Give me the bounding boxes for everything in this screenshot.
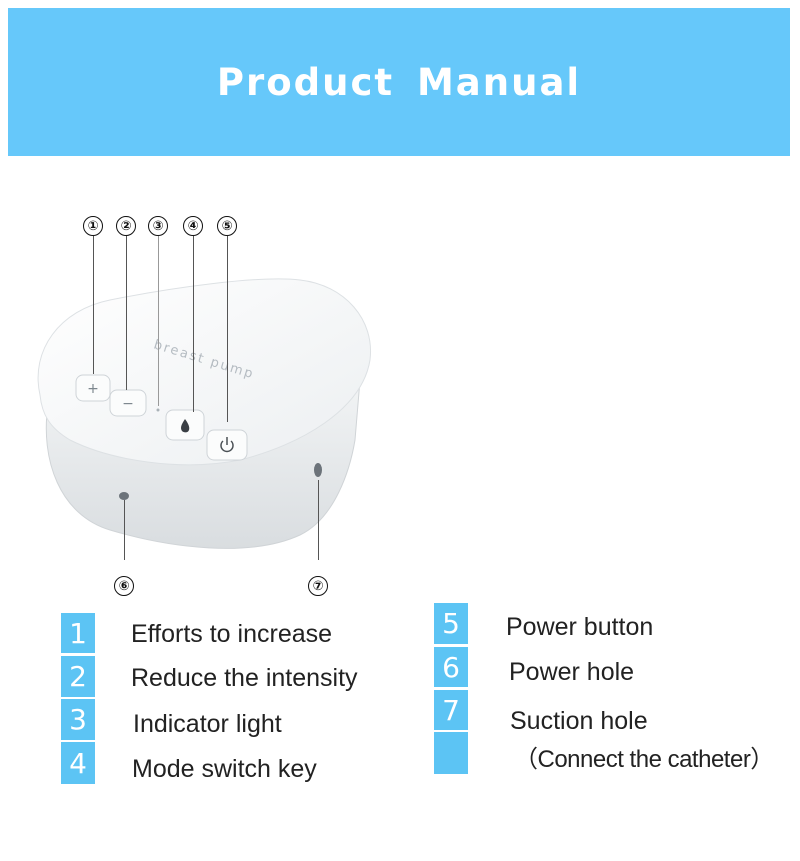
callout-line-3 <box>158 236 159 406</box>
power-button[interactable] <box>206 429 248 461</box>
suction-hole <box>314 463 322 477</box>
callout-5: ⑤ <box>217 216 237 236</box>
plus-button[interactable]: + <box>75 374 111 402</box>
legend-text-5: Power button <box>506 613 654 641</box>
legend-text-8: （Connect the catheter） <box>514 746 774 773</box>
legend-text-4: Mode switch key <box>132 755 317 783</box>
legend-text-3: Indicator light <box>133 710 282 738</box>
callout-line-5 <box>227 236 228 422</box>
legend-number-7: 7 <box>434 690 468 730</box>
callout-6: ⑥ <box>114 576 134 596</box>
svg-text:−: − <box>122 396 134 412</box>
title-banner: Product Manual <box>8 8 790 156</box>
legend-text-7: Suction hole <box>510 707 648 735</box>
callout-3: ③ <box>148 216 168 236</box>
legend-number-4: 4 <box>61 742 95 784</box>
page-title: Product Manual <box>216 60 582 104</box>
callout-2: ② <box>116 216 136 236</box>
power-icon <box>220 437 234 453</box>
legend-number-5: 5 <box>434 603 468 644</box>
legend-number-3: 3 <box>61 699 95 740</box>
legend-text-6: Power hole <box>509 658 635 686</box>
legend-number-1: 1 <box>61 613 95 653</box>
callout-line-6 <box>124 500 125 560</box>
callout-4: ④ <box>183 216 203 236</box>
legend-text-1: Efforts to increase <box>131 620 333 648</box>
legend-number-blank <box>434 732 468 774</box>
callout-line-7 <box>318 480 319 560</box>
indicator-light <box>156 408 160 412</box>
mode-button[interactable] <box>165 409 205 441</box>
legend-text-2: Reduce the intensity <box>131 664 358 692</box>
minus-button[interactable]: − <box>109 389 147 417</box>
legend-number-2: 2 <box>61 656 95 697</box>
drop-icon <box>181 419 190 433</box>
callout-line-1 <box>93 236 94 374</box>
callout-line-4 <box>193 236 194 412</box>
svg-text:+: + <box>87 381 99 397</box>
legend-number-6: 6 <box>434 647 468 687</box>
callout-line-2 <box>126 236 127 390</box>
power-hole <box>119 492 129 500</box>
callout-1: ① <box>83 216 103 236</box>
callout-7: ⑦ <box>308 576 328 596</box>
